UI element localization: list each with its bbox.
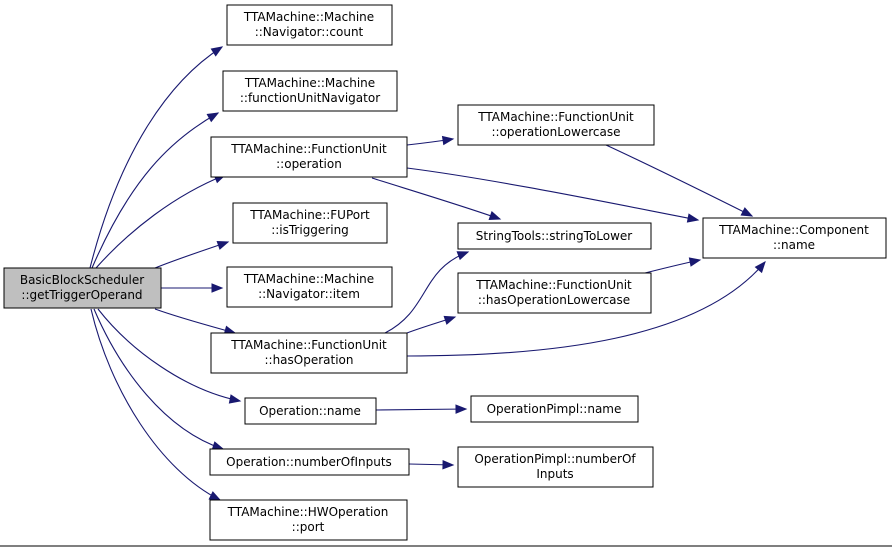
node-pimpl-num-inputs-line1: OperationPimpl::numberOf [474, 452, 636, 466]
node-pimpl-num-inputs[interactable]: OperationPimpl::numberOf Inputs [457, 446, 654, 488]
node-fu-op-lower-line2: ::operationLowercase [492, 125, 621, 139]
edge-fu-operation-to-component-name [406, 167, 700, 223]
edge-root-to-fuport-triggering [154, 240, 230, 269]
node-hwop-port-line1: TTAMachine::HWOperation [227, 505, 389, 519]
edge-fu-operation-to-string-lower [371, 177, 502, 221]
node-nav-count-line1: TTAMachine::Machine [243, 10, 374, 24]
node-op-num-inputs-line1: Operation::numberOfInputs [226, 455, 392, 469]
node-pimpl-name[interactable]: OperationPimpl::name [470, 395, 639, 423]
node-fu-operation-line1: TTAMachine::FunctionUnit [230, 142, 387, 156]
node-string-lower[interactable]: StringTools::stringToLower [457, 222, 652, 250]
node-fu-has-operation-line2: ::hasOperation [264, 353, 353, 367]
edge-root-to-fu-navigator [91, 112, 220, 269]
node-fu-has-op-lower-line1: TTAMachine::FunctionUnit [475, 278, 632, 292]
node-op-num-inputs[interactable]: Operation::numberOfInputs [209, 448, 410, 476]
node-component-name-line2: ::name [773, 238, 815, 252]
node-root-line1: BasicBlockScheduler [20, 273, 144, 287]
node-fuport-triggering[interactable]: TTAMachine::FUPort ::isTriggering [232, 202, 388, 244]
node-fu-navigator-line2: ::functionUnitNavigator [240, 91, 380, 105]
node-nav-count[interactable]: TTAMachine::Machine ::Navigator::count [226, 4, 393, 46]
node-fu-op-lower-line1: TTAMachine::FunctionUnit [477, 110, 634, 124]
node-nav-item-line1: TTAMachine::Machine [243, 272, 374, 286]
node-fu-navigator[interactable]: TTAMachine::Machine ::functionUnitNaviga… [222, 70, 398, 112]
node-fu-has-operation-line1: TTAMachine::FunctionUnit [230, 338, 387, 352]
node-nav-item-line2: ::Navigator::item [258, 287, 360, 301]
bottom-divider [0, 545, 892, 547]
node-fu-has-operation[interactable]: TTAMachine::FunctionUnit ::hasOperation [210, 332, 408, 374]
edge-root-to-fu-has-operation [154, 308, 237, 335]
node-pimpl-name-line1: OperationPimpl::name [487, 402, 622, 416]
edge-root-to-nav-count [89, 46, 224, 269]
edge-fu-has-operation-to-component-name [406, 260, 766, 357]
node-pimpl-num-inputs-line2: Inputs [536, 467, 573, 481]
node-fu-operation-line2: ::operation [276, 157, 342, 171]
node-fu-has-op-lower[interactable]: TTAMachine::FunctionUnit ::hasOperationL… [457, 272, 652, 314]
node-component-name-line1: TTAMachine::Component [718, 223, 869, 237]
node-component-name[interactable]: TTAMachine::Component ::name [702, 217, 887, 259]
node-fuport-triggering-line2: ::isTriggering [271, 223, 349, 237]
node-fuport-triggering-line1: TTAMachine::FUPort [249, 208, 370, 222]
node-hwop-port-line2: ::port [292, 520, 325, 534]
node-string-lower-line1: StringTools::stringToLower [476, 229, 633, 243]
edges-layer [89, 46, 766, 501]
edge-fu-has-operation-to-string-lower [384, 251, 470, 334]
node-op-name[interactable]: Operation::name [244, 397, 377, 425]
node-root[interactable]: BasicBlockScheduler ::getTriggerOperand [3, 267, 162, 309]
edge-fu-has-op-lower-to-component-name [644, 257, 702, 274]
edge-root-to-nav-item [161, 283, 224, 293]
node-fu-op-lower[interactable]: TTAMachine::FunctionUnit ::operationLowe… [457, 104, 655, 146]
edge-fu-op-lower-to-component-name [605, 144, 754, 217]
node-hwop-port[interactable]: TTAMachine::HWOperation ::port [209, 499, 408, 541]
node-op-name-line1: Operation::name [259, 404, 361, 418]
node-fu-operation[interactable]: TTAMachine::FunctionUnit ::operation [210, 136, 408, 178]
edge-fu-operation-to-fu-op-lower [406, 135, 455, 146]
node-nav-count-line2: ::Navigator::count [255, 25, 364, 39]
node-root-line2: ::getTriggerOperand [21, 288, 142, 302]
node-fu-navigator-line1: TTAMachine::Machine [244, 76, 375, 90]
node-nav-item[interactable]: TTAMachine::Machine ::Navigator::item [226, 266, 393, 308]
edge-root-to-op-name [97, 308, 242, 404]
edge-fu-has-operation-to-fu-has-op-lower [406, 315, 457, 334]
edge-op-name-to-pimpl-name [375, 404, 468, 414]
edge-op-num-inputs-to-pimpl-num-inputs [408, 460, 455, 470]
node-fu-has-op-lower-line2: ::hasOperationLowercase [478, 293, 630, 307]
edge-root-to-op-num-inputs [93, 308, 225, 451]
